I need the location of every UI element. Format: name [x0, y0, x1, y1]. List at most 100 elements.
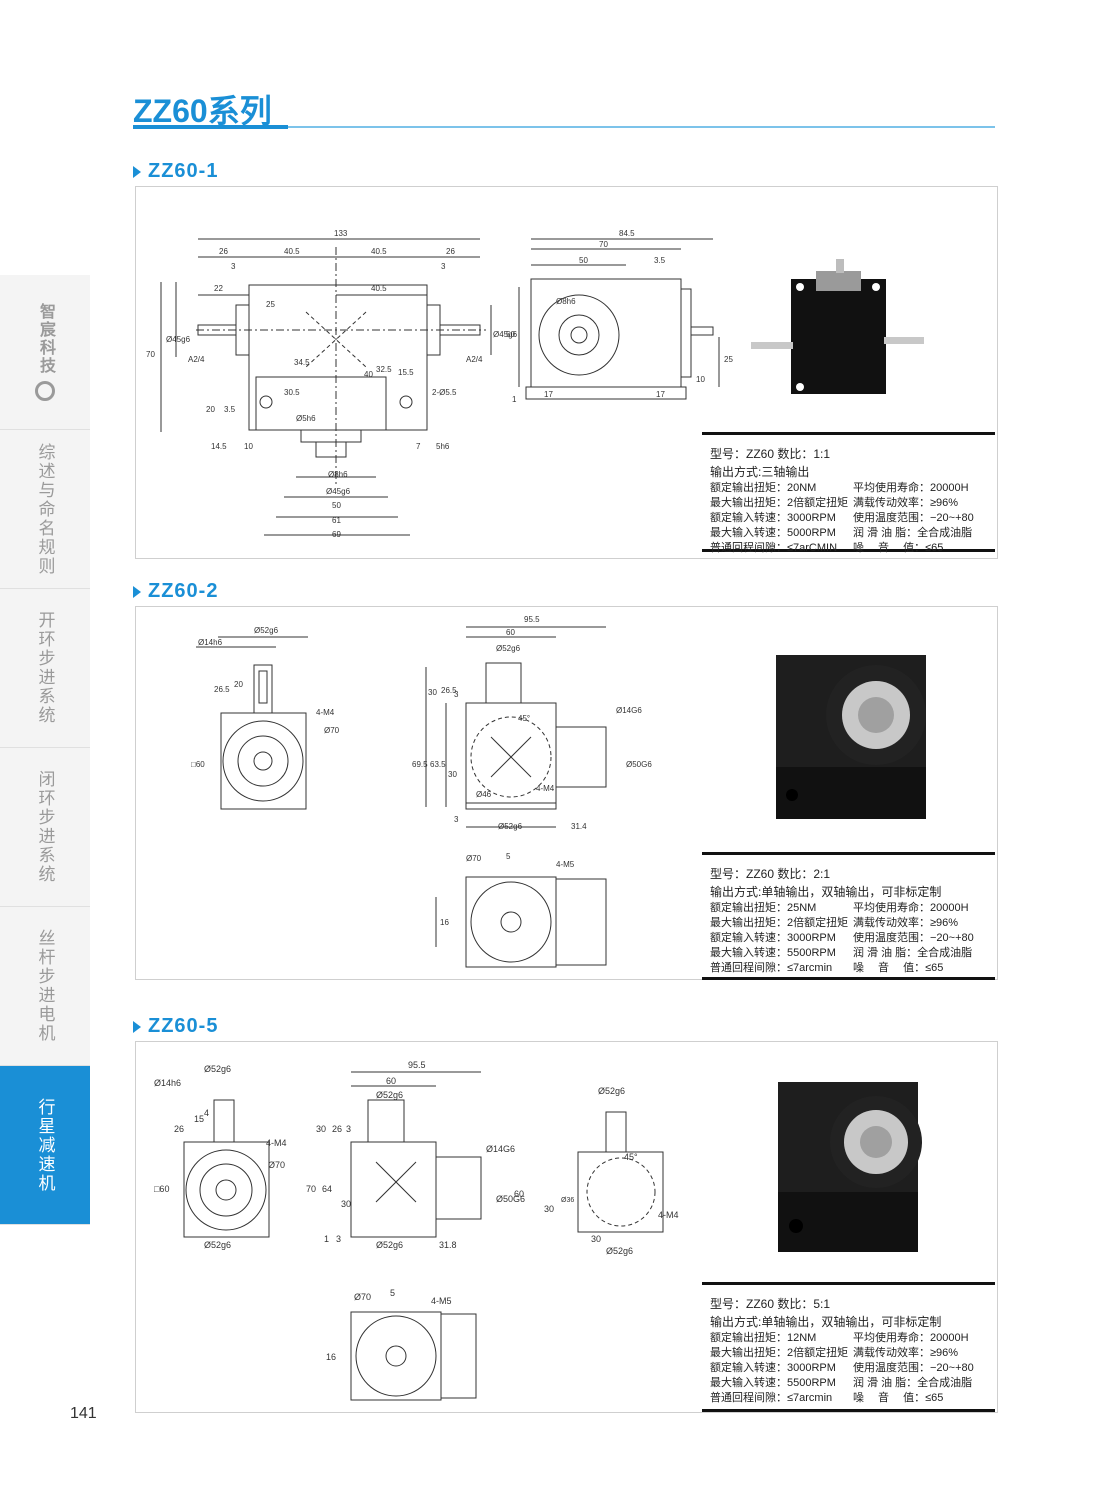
dim-label: Ø52g6	[204, 1064, 231, 1074]
dim-label: Ø46	[476, 790, 492, 799]
section-heading: ZZ60-1	[133, 160, 218, 183]
dim-label: 30	[544, 1204, 554, 1214]
dim-label: 95.5	[408, 1060, 426, 1070]
sidebar-item-label: 闭环步进系统	[35, 770, 55, 884]
dim-label: 17	[544, 390, 553, 399]
dim-label: A2/4	[188, 355, 205, 364]
dim-label: Ø36	[561, 1197, 574, 1204]
spec-cell: 平均使用寿命：20000H	[853, 1332, 969, 1344]
dim-label: 15	[194, 1114, 204, 1124]
spec-cell: 噪 音 值：≤65	[853, 1392, 944, 1404]
sidebar-item-open-loop[interactable]: 开环步进系统	[0, 589, 90, 748]
dim-label: 34.5	[294, 358, 310, 367]
dim-label: Ø52g6	[606, 1246, 633, 1256]
spec-cell: 润 滑 油 脂：全合成油脂	[853, 527, 973, 539]
dim-label: Ø8h6	[328, 470, 348, 479]
spec-row: 最大输出扭矩：2倍额定扭矩满载传动效率：≥96%	[710, 496, 991, 511]
dim-label: Ø52g6	[376, 1240, 403, 1250]
dim-label: Ø52g6	[598, 1086, 625, 1096]
dim-label: Ø52g6	[376, 1090, 403, 1100]
dim-label: 3	[454, 690, 459, 699]
dim-label: 4-M4	[658, 1210, 679, 1220]
dim-label: 45°	[518, 714, 530, 723]
title-divider	[133, 125, 995, 129]
spec-output: 输出方式:三轴输出	[710, 465, 810, 479]
dim-label: Ø14G6	[486, 1144, 515, 1154]
dim-label: Ø45g6	[166, 335, 191, 344]
dim-label: 5	[506, 852, 511, 861]
dim-label: 30	[341, 1199, 351, 1209]
triangle-bullet-icon	[133, 1020, 141, 1033]
dim-label: Ø50G6	[496, 1194, 525, 1204]
spec-cell: 噪 音 值：≤65	[853, 542, 944, 554]
dim-label: 20	[234, 680, 243, 689]
product-panel-zz60-2: Ø52g6 Ø14h6 26.5 20 4-M4 Ø70 □60 95.5 60…	[135, 606, 998, 980]
brand-logo: 智宸科技	[0, 275, 90, 430]
spec-cell: 最大输出扭矩：2倍额定扭矩	[710, 497, 849, 509]
dim-label: 32.5	[376, 365, 392, 374]
dim-label: Ø52g6	[204, 1240, 231, 1250]
dim-label: 30	[428, 688, 437, 697]
spec-cell: 额定输入转速：3000RPM	[710, 932, 836, 944]
dim-label: 3	[231, 262, 236, 271]
dim-label: 133	[334, 229, 348, 238]
dim-label: 26	[332, 1124, 342, 1134]
dim-label: Ø70	[324, 726, 340, 735]
sidebar-item-planetary-reducer[interactable]: 行星减速机	[0, 1066, 90, 1225]
sidebar-item-overview[interactable]: 综述与命名规则	[0, 430, 90, 589]
dim-label: 70	[599, 240, 608, 249]
dim-label: 26	[219, 247, 228, 256]
dim-label: Ø52g6	[254, 626, 279, 635]
spec-cell: 使用温度范围：−20~+80	[853, 512, 974, 524]
section-title: ZZ60-5	[148, 1015, 219, 1037]
sidebar-item-lead-screw[interactable]: 丝杆步进电机	[0, 907, 90, 1066]
dim-label: 50	[506, 330, 515, 339]
spec-table: 型号：ZZ60 数比：5:1 输出方式:单轴输出，双轴输出，可非标定制 额定输出…	[702, 1282, 995, 1412]
dim-label: 3	[454, 815, 459, 824]
dim-label: 61	[332, 516, 341, 525]
triangle-bullet-icon	[133, 165, 141, 178]
dim-label: 3	[336, 1234, 341, 1244]
dim-label: 14.5	[211, 442, 227, 451]
sidebar-item-label: 行星减速机	[35, 1097, 55, 1193]
dim-label: Ø52g6	[496, 644, 521, 653]
spec-model: 型号：ZZ60 数比：1:1	[710, 447, 831, 461]
spec-table: 型号：ZZ60 数比：2:1 输出方式:单轴输出，双轴输出，可非标定制 额定输出…	[702, 852, 995, 980]
technical-drawing-zz60-5: Ø14h6 Ø52g6 26 15 4 4-M4 Ø70 □60 Ø52g6 9…	[154, 1060, 922, 1401]
spec-row: 最大输出扭矩：2倍额定扭矩满载传动效率：≥96%	[710, 916, 991, 931]
dim-label: 10	[696, 375, 705, 384]
dim-label: 60	[514, 1189, 524, 1199]
dim-label: 2-Ø5.5	[432, 388, 457, 397]
dim-label: 7	[416, 442, 421, 451]
spec-cell: 普通回程间隙：≤7arCMIN	[710, 542, 838, 554]
dim-label: 4-M4	[266, 1138, 287, 1148]
dim-label: 40.5	[371, 284, 387, 293]
dim-label: Ø14h6	[154, 1078, 181, 1088]
sidebar-item-closed-loop[interactable]: 闭环步进系统	[0, 748, 90, 907]
dim-label: 30	[448, 770, 457, 779]
spec-cell: 润 滑 油 脂：全合成油脂	[853, 1377, 973, 1389]
dim-label: 45°	[624, 1152, 638, 1162]
dim-label: 40.5	[284, 247, 300, 256]
sidebar-item-label: 开环步进系统	[35, 611, 55, 725]
product-photo	[778, 1082, 922, 1252]
brand-mark-icon	[35, 381, 55, 401]
technical-drawing-zz60-2: Ø52g6 Ø14h6 26.5 20 4-M4 Ø70 □60 95.5 60…	[191, 615, 926, 968]
product-panel-zz60-5: Ø14h6 Ø52g6 26 15 4 4-M4 Ø70 □60 Ø52g6 9…	[135, 1041, 998, 1413]
spec-cell: 额定输入转速：3000RPM	[710, 1362, 836, 1374]
dim-label: 17	[656, 390, 665, 399]
dim-label: Ø5h6	[296, 414, 316, 423]
spec-cell: 润 滑 油 脂：全合成油脂	[853, 947, 973, 959]
spec-cell: 满载传动效率：≥96%	[853, 917, 959, 929]
dim-label: 40	[364, 370, 373, 379]
dim-label: A2/4	[466, 355, 483, 364]
dim-label: 50	[579, 256, 588, 265]
dim-label: Ø14h6	[198, 638, 223, 647]
dim-label: Ø70	[354, 1292, 371, 1302]
dim-label: 60	[386, 1076, 396, 1086]
